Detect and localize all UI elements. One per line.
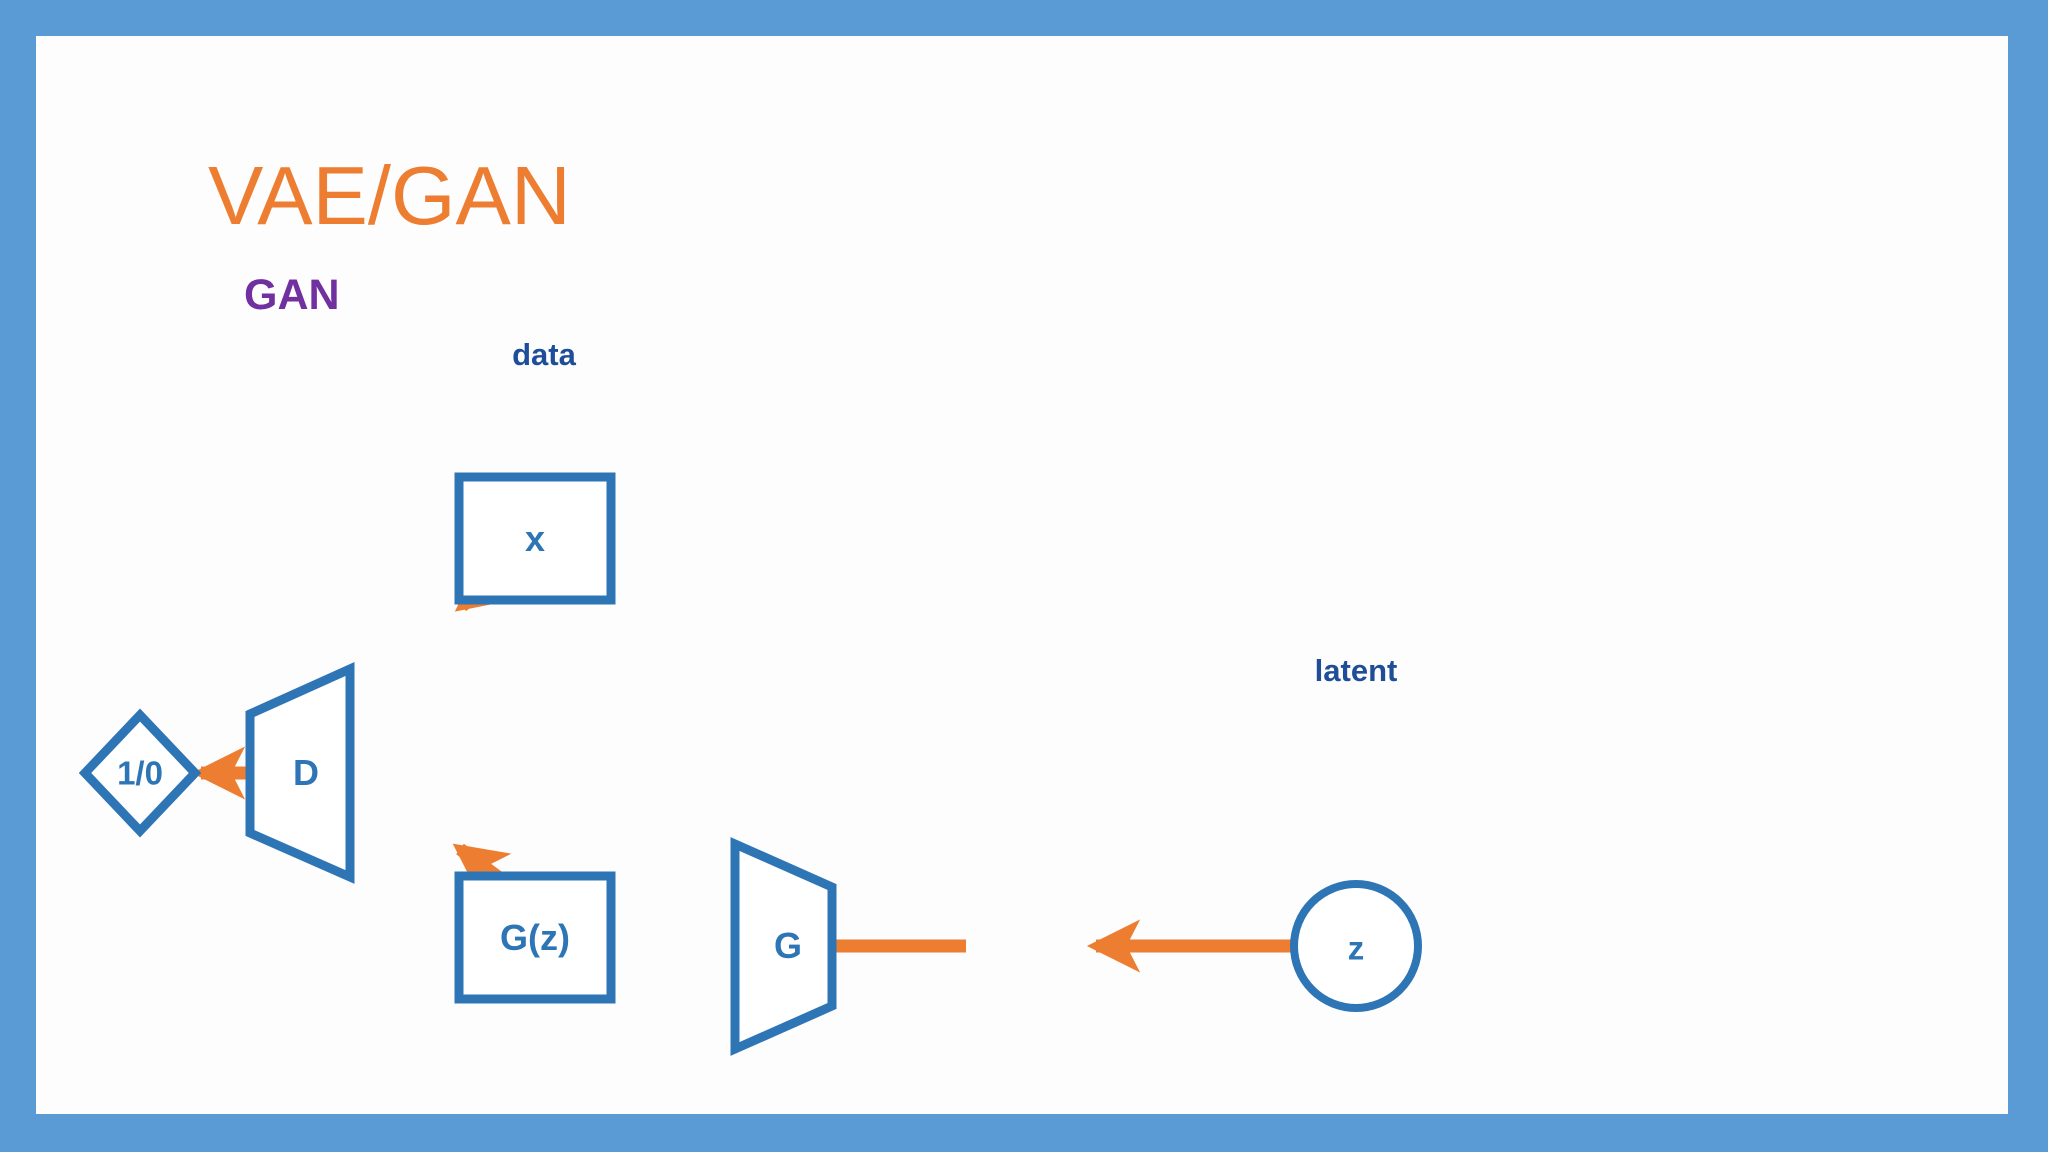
node-label-output: 1/0 (117, 754, 163, 792)
node-label-latent: z (1347, 929, 1365, 967)
page-title: VAE/GAN (208, 149, 571, 242)
node-output-diamond[interactable] (78, 708, 202, 838)
node-discriminator-trapezoid[interactable] (245, 662, 355, 884)
node-label-generator: G (773, 925, 803, 966)
node-latent-circle[interactable] (1290, 880, 1422, 1012)
node-label-discriminator: D (293, 752, 319, 793)
diagram-canvas (78, 472, 1422, 1056)
node-generator-trapezoid[interactable] (730, 837, 837, 1056)
node-label-real-data: x (524, 518, 546, 559)
node-label-generated: G(z) (500, 917, 570, 958)
slide-canvas: VAE/GAN GAN data latent (36, 36, 2008, 1114)
caption-latent: latent (1314, 653, 1398, 688)
node-generated-rect[interactable] (454, 871, 616, 1004)
node-layer (78, 472, 1422, 1056)
section-label-gan: GAN (244, 271, 340, 319)
caption-data: data (512, 337, 576, 372)
node-real-data-rect[interactable] (454, 472, 616, 605)
